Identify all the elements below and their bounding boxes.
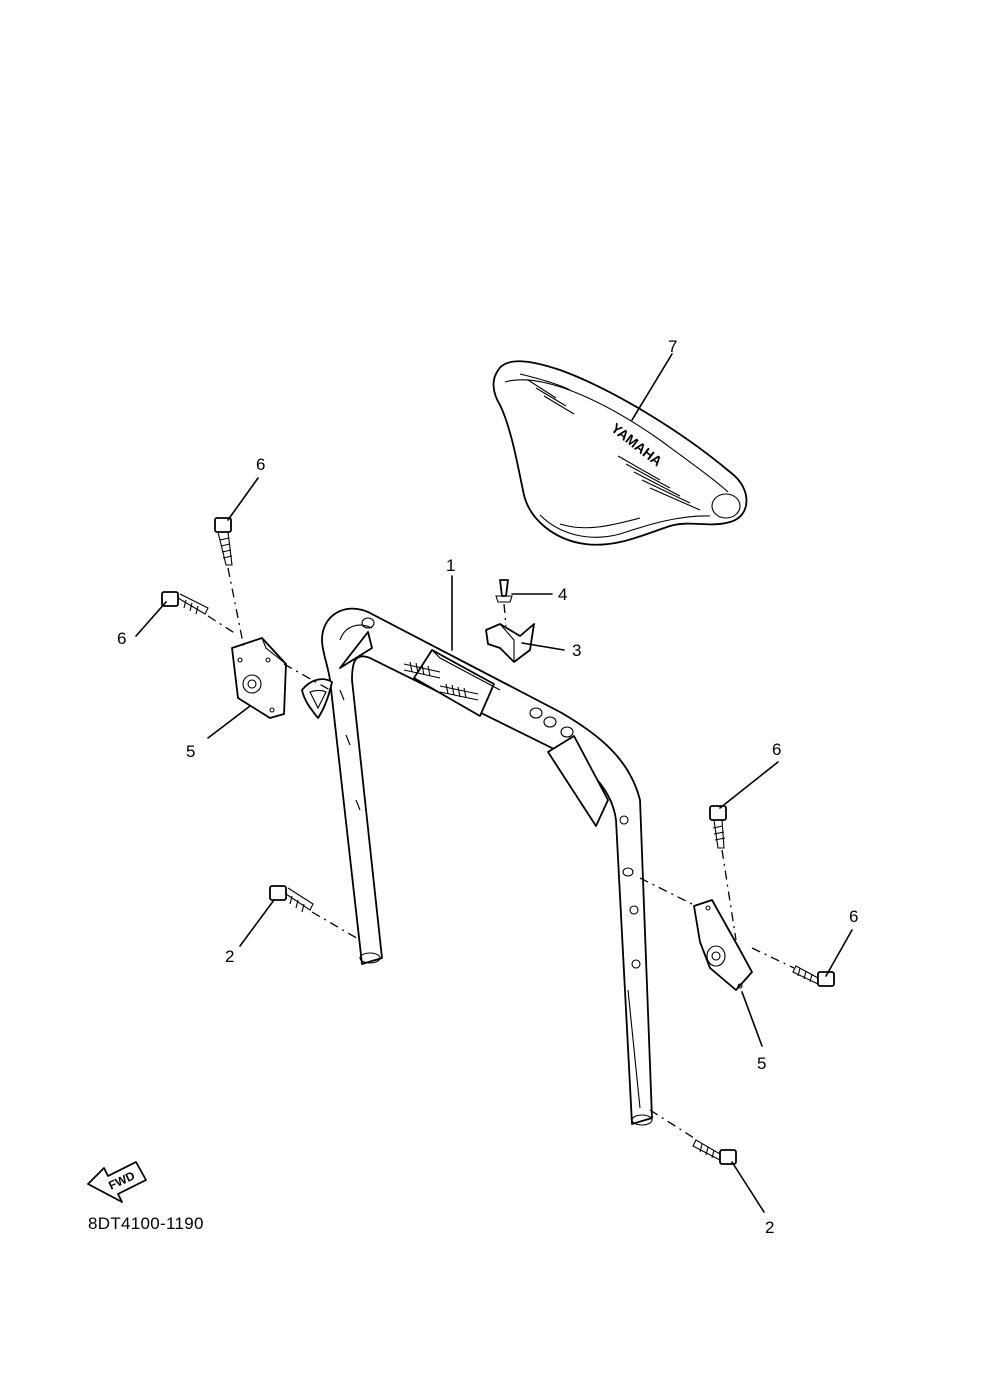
callout-4: 4 <box>558 585 567 604</box>
seat-part: YAMAHA <box>492 360 748 546</box>
callout-6-left-side: 6 <box>117 629 126 648</box>
clamp-studs <box>403 661 479 701</box>
callout-6-right-top: 6 <box>772 740 781 759</box>
callouts: 7 1 4 3 6 6 5 2 6 6 5 2 <box>117 337 858 1237</box>
fwd-arrow-icon: FWD <box>87 1161 147 1203</box>
callout-1: 1 <box>446 556 455 575</box>
callout-5-left: 5 <box>186 742 195 761</box>
callout-7: 7 <box>668 337 677 356</box>
assembly-lines <box>207 567 795 1139</box>
callout-2-left: 2 <box>225 947 234 966</box>
holder-part <box>485 623 535 663</box>
callout-2-right: 2 <box>765 1218 774 1237</box>
bracket-left <box>231 637 287 719</box>
reference-code: 8DT4100-1190 <box>88 1214 204 1233</box>
clip-part <box>495 579 513 603</box>
bolt-top-left <box>214 517 233 566</box>
bolt-lower-left <box>269 885 314 913</box>
bracket-right <box>693 899 753 991</box>
bolt-right-side <box>792 965 835 987</box>
callout-6-right-side: 6 <box>849 907 858 926</box>
bolt-left-side <box>161 591 209 615</box>
leader-lines <box>135 353 853 1213</box>
bolt-right-top <box>709 805 727 849</box>
callout-3: 3 <box>572 641 581 660</box>
callout-6-top-left: 6 <box>256 455 265 474</box>
frame-part <box>301 607 653 1126</box>
bolt-lower-right <box>692 1139 737 1165</box>
callout-5-right: 5 <box>757 1054 766 1073</box>
